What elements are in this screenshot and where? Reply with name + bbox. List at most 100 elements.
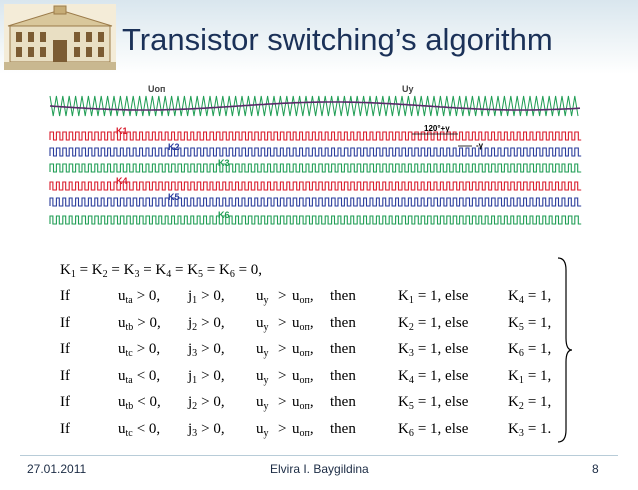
symbol: u (292, 420, 300, 437)
symbol: K (508, 394, 519, 410)
comma: , (309, 420, 314, 437)
term-uy: uy (256, 421, 269, 439)
term-uy: uy (256, 368, 269, 386)
term-uy: uy (256, 315, 269, 333)
symbol: u (292, 314, 300, 331)
subscript: оп (299, 321, 310, 333)
symbol: j (188, 394, 193, 410)
term-gt: > (278, 341, 286, 358)
pulse-train-5 (49, 197, 582, 207)
relation: < 0, (137, 394, 161, 410)
term-k: K6= 1, else (398, 421, 468, 439)
label-u-on: Uоп (148, 84, 165, 94)
symbol: u (292, 341, 300, 357)
footer-date: 27.01.2011 (27, 462, 87, 476)
subscript: 6 (408, 427, 414, 439)
term-j: j2> 0, (188, 394, 225, 412)
relation: > 0, (201, 394, 225, 410)
term-k: K4= 1, else (398, 368, 468, 386)
subscript: оп (299, 348, 310, 359)
term-j: j3> 0, (188, 421, 225, 439)
pulse-train-1 (49, 131, 582, 141)
term-then: then (330, 315, 356, 332)
term-k: K2= 1, else (398, 315, 468, 333)
subscript: 3 (518, 427, 524, 439)
subscript: оп (299, 427, 310, 439)
pulse-train-2 (49, 147, 582, 157)
relation: > 0, (201, 420, 225, 437)
relation: = 1, (527, 314, 552, 331)
relation: = 1, (527, 341, 552, 357)
term-if: If (60, 315, 70, 332)
k-index: 5 (198, 269, 204, 280)
page-number: 8 (592, 462, 599, 476)
term-j: j1> 0, (188, 368, 225, 386)
label-k6: K6 (218, 210, 230, 220)
term-k2: K6= 1, (508, 341, 551, 359)
symbol: u (256, 341, 264, 357)
term-j: j1> 0, (188, 288, 225, 306)
term-if: If (60, 421, 70, 438)
symbol: K (508, 367, 519, 384)
term-if: If (60, 368, 70, 385)
equals-k: = K (206, 262, 230, 278)
term-gt: > (278, 315, 286, 332)
initial-condition-line: K1 = K2 = K3 = K4 = K5 = K6 = 0, (60, 262, 262, 286)
subscript: оп (299, 374, 310, 386)
footer-bar (0, 446, 638, 490)
subscript: 1 (408, 295, 414, 306)
comma: , (309, 314, 314, 331)
label-k2: K2 (168, 142, 180, 152)
subscript: 6 (518, 348, 524, 359)
symbol: then (330, 394, 356, 410)
symbol: u (118, 420, 126, 437)
relation: = 1, (527, 288, 552, 304)
symbol: u (292, 394, 300, 410)
symbol: u (118, 288, 126, 304)
label-k5: K5 (168, 192, 180, 202)
term-uy: uy (256, 341, 269, 359)
k-index: 6 (229, 269, 235, 280)
equals-k: = K (174, 262, 199, 278)
term-k2: K1= 1, (508, 368, 551, 386)
term-then: then (330, 368, 356, 385)
term-if: If (60, 394, 70, 411)
symbol: > (278, 367, 287, 384)
term-then: then (330, 288, 356, 305)
symbol: u (118, 367, 126, 384)
term-u: uta> 0, (118, 288, 160, 306)
label-phase-120: 120°+γ (424, 124, 450, 133)
equals-k: = K (111, 262, 135, 278)
term-then: then (330, 421, 356, 438)
symbol: u (256, 288, 264, 304)
symbol: then (330, 367, 356, 384)
k-symbol: K (60, 262, 71, 278)
relation: > 0, (201, 314, 225, 331)
symbol: K (508, 314, 519, 331)
subscript: tb (125, 321, 134, 333)
symbol: > (278, 288, 287, 304)
term-gt: > (278, 394, 286, 411)
relation: = 1, else (417, 420, 469, 437)
subscript: оп (299, 295, 310, 306)
symbol: j (188, 420, 193, 437)
term-j: j2> 0, (188, 315, 225, 333)
k-index: 3 (134, 269, 140, 280)
subscript: 1 (192, 295, 198, 306)
term-uon: uоп, (292, 394, 314, 412)
subscript: y (263, 374, 269, 386)
symbol: u (256, 394, 264, 410)
term-then: then (330, 394, 356, 411)
label-k1: K1 (116, 126, 128, 136)
equals-zero: = 0, (238, 262, 263, 278)
footer-divider (20, 455, 618, 456)
subscript: y (263, 348, 269, 359)
relation: > 0, (201, 288, 225, 304)
label-u-y: Uy (402, 84, 414, 94)
term-uon: uоп, (292, 368, 314, 386)
subscript: 4 (408, 374, 414, 386)
relation: = 1, else (417, 314, 469, 331)
term-gt: > (278, 368, 286, 385)
